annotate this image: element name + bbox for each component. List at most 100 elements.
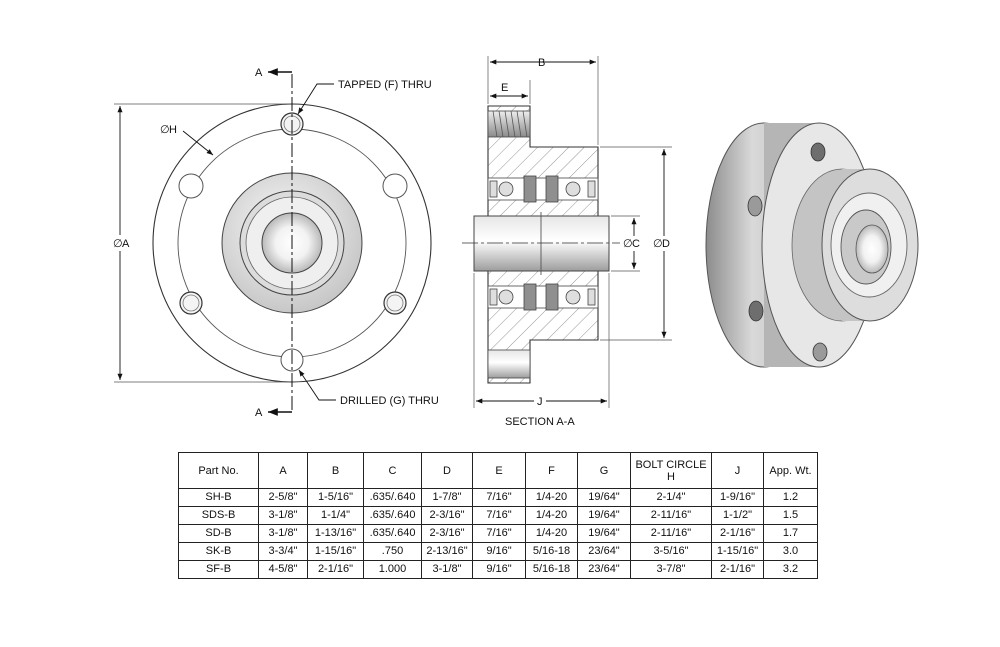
front-view: A A ∅ A ∅ H TAPPED (F) THRU DRILLED (G) … bbox=[112, 67, 439, 419]
table-cell: .635/.640 bbox=[363, 488, 422, 507]
table-cell: 19/64" bbox=[577, 506, 631, 525]
mounting-hole-lower-right-thread bbox=[386, 294, 404, 312]
col-header-e: E bbox=[472, 452, 526, 489]
table-cell: 19/64" bbox=[577, 524, 631, 543]
col-header-a: A bbox=[258, 452, 308, 489]
table-cell: 1/4-20 bbox=[525, 488, 578, 507]
table-cell: 3-3/4" bbox=[258, 542, 308, 561]
table-cell: 2-1/4" bbox=[630, 488, 712, 507]
dim-h-label: H bbox=[169, 124, 177, 136]
dim-e-label: E bbox=[501, 82, 508, 94]
mounting-hole-upper-right bbox=[382, 173, 408, 199]
section-view: B E ∅ C ∅ D J SECTION A-A bbox=[462, 56, 675, 428]
table-cell: 3.0 bbox=[763, 542, 818, 561]
table-cell: 7/16" bbox=[472, 524, 526, 543]
col-header-g: G bbox=[577, 452, 631, 489]
table-cell: 2-1/16" bbox=[711, 524, 764, 543]
iso-hole-upper-left bbox=[747, 195, 763, 217]
table-cell: 1-15/16" bbox=[307, 542, 364, 561]
table-cell: 5/16-18 bbox=[525, 542, 578, 561]
table-cell: 2-5/8" bbox=[258, 488, 308, 507]
table-cell: 9/16" bbox=[472, 542, 526, 561]
col-header-bolt-circle-h: H bbox=[667, 470, 675, 483]
table-cell: 23/64" bbox=[577, 560, 631, 579]
bearing-elements-lower bbox=[489, 283, 596, 311]
dim-j-label-bg bbox=[534, 393, 546, 407]
table-cell: 1/4-20 bbox=[525, 506, 578, 525]
dim-d-label-bg bbox=[651, 236, 675, 251]
table-cell: 2-11/16" bbox=[630, 506, 712, 525]
col-header-weight: App. Wt. bbox=[763, 452, 818, 489]
dim-h-diameter-symbol: ∅ bbox=[160, 124, 170, 136]
table-cell: 1.000 bbox=[363, 560, 422, 579]
table-cell: 1/4-20 bbox=[525, 524, 578, 543]
col-header-f: F bbox=[525, 452, 578, 489]
table-cell: 7/16" bbox=[472, 488, 526, 507]
table-cell: 3-5/16" bbox=[630, 542, 712, 561]
table-cell: SD-B bbox=[178, 524, 259, 543]
table-cell: 5/16-18 bbox=[525, 560, 578, 579]
table-cell: .750 bbox=[363, 542, 422, 561]
table-cell: 1-9/16" bbox=[711, 488, 764, 507]
drilled-callout: DRILLED (G) THRU bbox=[340, 395, 439, 407]
table-cell: 1-7/8" bbox=[421, 488, 473, 507]
table-cell: 9/16" bbox=[472, 560, 526, 579]
table-cell: 1.2 bbox=[763, 488, 818, 507]
drilled-hole-lower bbox=[487, 349, 531, 379]
dim-d-diameter-symbol: ∅ bbox=[653, 238, 663, 250]
table-cell: 2-3/16" bbox=[421, 524, 473, 543]
dim-c-label: C bbox=[632, 238, 640, 250]
section-caption: SECTION A-A bbox=[505, 416, 575, 428]
table-cell: 3-1/8" bbox=[258, 506, 308, 525]
table-cell: 2-1/16" bbox=[307, 560, 364, 579]
dim-j-label: J bbox=[537, 396, 543, 408]
col-header-b: B bbox=[307, 452, 364, 489]
table-cell: 3.2 bbox=[763, 560, 818, 579]
table-cell: 7/16" bbox=[472, 506, 526, 525]
col-header-j: J bbox=[711, 452, 764, 489]
dim-c-diameter-symbol: ∅ bbox=[623, 238, 633, 250]
dim-a-label-bg bbox=[112, 235, 136, 251]
col-header-c: C bbox=[363, 452, 422, 489]
table-cell: 2-13/16" bbox=[421, 542, 473, 561]
table-cell: SH-B bbox=[178, 488, 259, 507]
table-cell: 1-13/16" bbox=[307, 524, 364, 543]
tapped-callout: TAPPED (F) THRU bbox=[338, 79, 432, 91]
dim-b-label: B bbox=[538, 57, 545, 69]
iso-hole-top bbox=[810, 142, 826, 162]
table-cell: .635/.640 bbox=[363, 506, 422, 525]
dim-h-leader bbox=[182, 130, 214, 156]
col-header-d: D bbox=[421, 452, 473, 489]
dim-a-label: A bbox=[122, 238, 130, 250]
dim-c-label-bg bbox=[621, 236, 643, 251]
table-cell: 2-1/16" bbox=[711, 560, 764, 579]
table-cell: 2-3/16" bbox=[421, 506, 473, 525]
mounting-hole-upper-left bbox=[178, 173, 204, 199]
iso-hole-bottom bbox=[812, 342, 828, 362]
table-cell: 1-5/16" bbox=[307, 488, 364, 507]
iso-bore bbox=[855, 224, 889, 274]
table-cell: 1.5 bbox=[763, 506, 818, 525]
col-header-bolt-circle-label: BOLT CIRCLE bbox=[635, 458, 707, 471]
table-cell: 1-1/4" bbox=[307, 506, 364, 525]
col-header-bolt-circle: BOLT CIRCLE H bbox=[630, 452, 712, 489]
drilled-leader bbox=[298, 369, 336, 401]
shaft bbox=[473, 215, 610, 272]
bearing-elements-upper bbox=[489, 175, 596, 203]
table-cell: 1-15/16" bbox=[711, 542, 764, 561]
table-cell: 2-11/16" bbox=[630, 524, 712, 543]
table-cell: 1.7 bbox=[763, 524, 818, 543]
dim-d-label: D bbox=[662, 238, 670, 250]
section-label-top: A bbox=[255, 67, 263, 79]
table-cell: .635/.640 bbox=[363, 524, 422, 543]
table-cell: SK-B bbox=[178, 542, 259, 561]
table-cell: 3-1/8" bbox=[258, 524, 308, 543]
thread-upper-teeth bbox=[492, 110, 528, 138]
table-cell: SF-B bbox=[178, 560, 259, 579]
table-cell: 4-5/8" bbox=[258, 560, 308, 579]
